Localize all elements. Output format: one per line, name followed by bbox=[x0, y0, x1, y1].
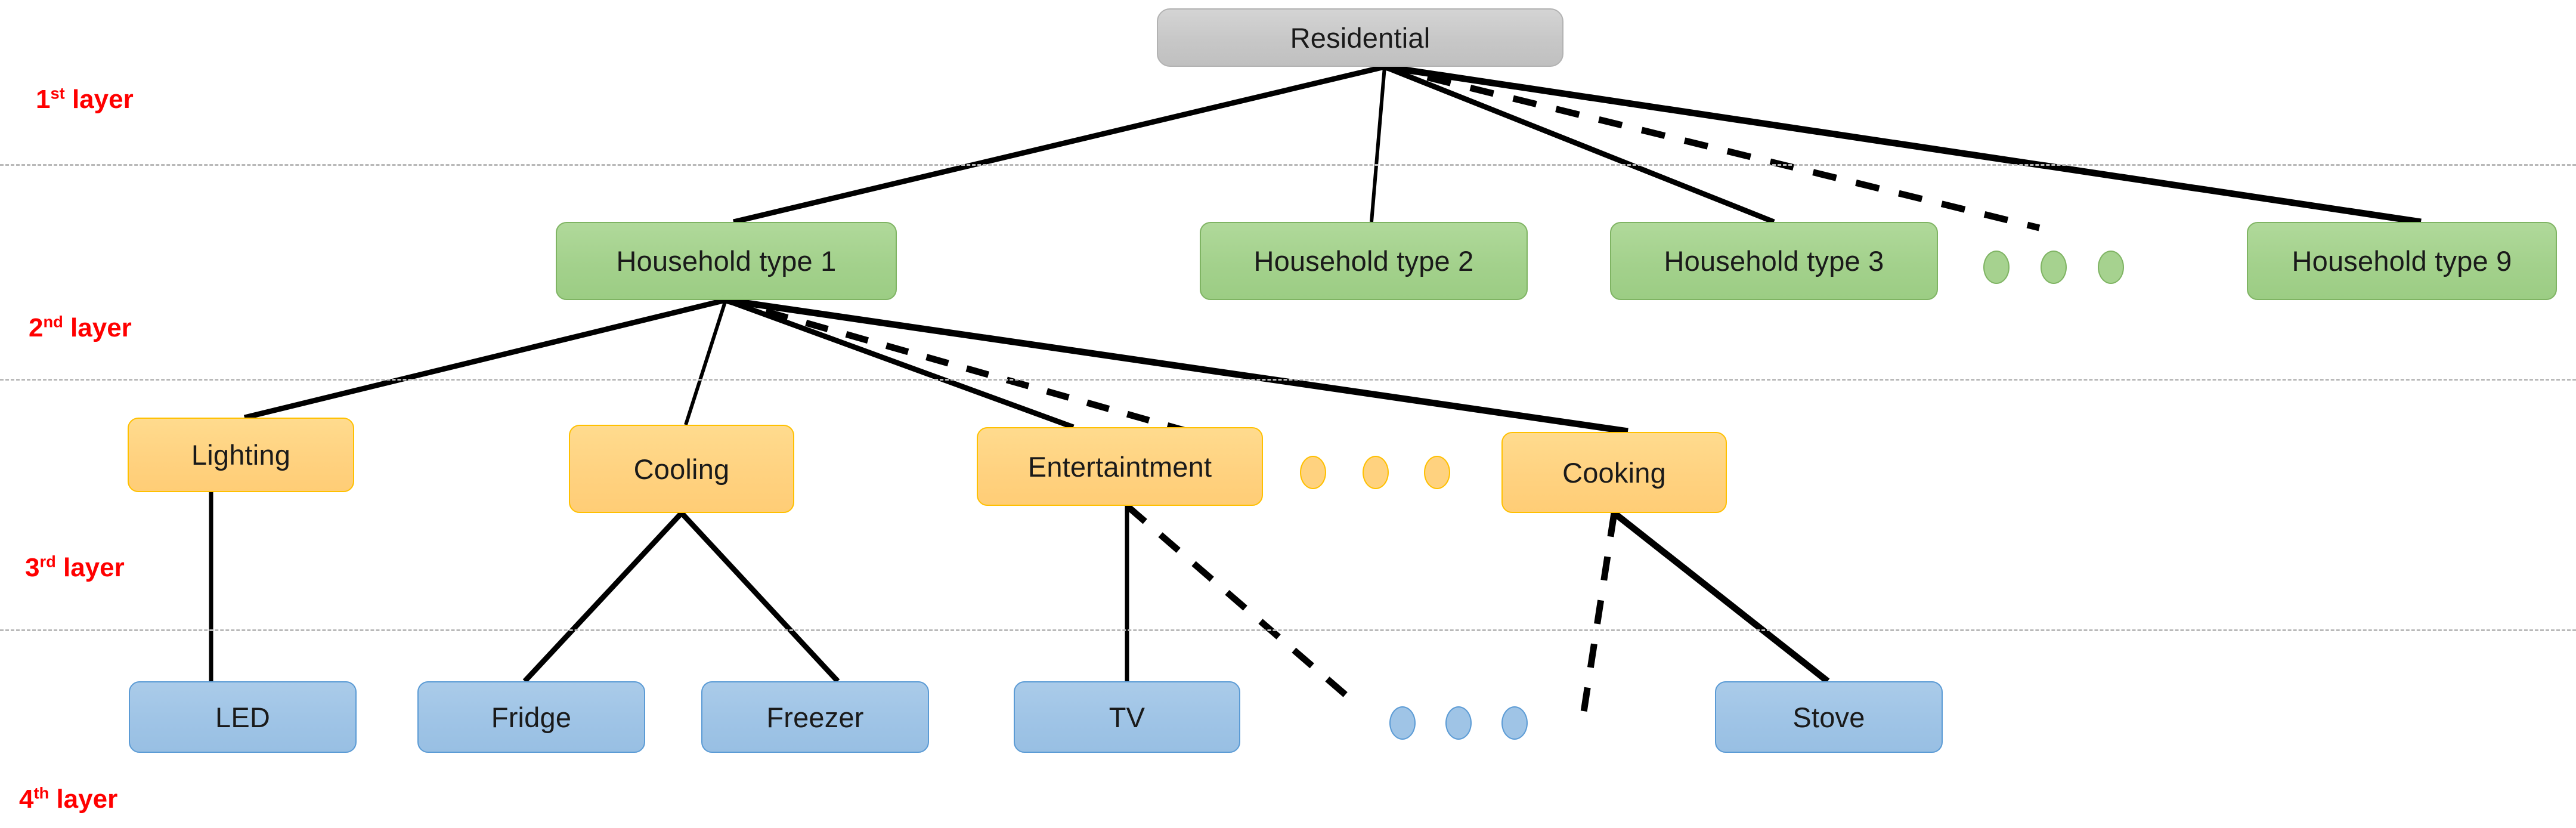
node-lighting[interactable]: Lighting bbox=[128, 418, 354, 492]
ellipsis-dot-appliance-2 bbox=[1445, 706, 1472, 740]
node-led[interactable]: LED bbox=[129, 681, 357, 753]
ellipsis-dot-household-3 bbox=[2098, 251, 2124, 284]
edge-household1-to-entertaintment bbox=[724, 297, 1075, 430]
layer-4-text: layer bbox=[49, 784, 118, 814]
layer-label-3: 3rd layer bbox=[25, 552, 125, 582]
ellipsis-dot-household-2 bbox=[2041, 251, 2067, 284]
node-household-type-1[interactable]: Household type 1 bbox=[556, 222, 897, 300]
edge-cooling-to-fridge bbox=[522, 511, 684, 684]
node-residential[interactable]: Residential bbox=[1157, 8, 1563, 67]
edge-cooling-to-freezer bbox=[679, 511, 840, 684]
layer-separator-2-3 bbox=[0, 379, 2576, 381]
ellipsis-dot-service-3 bbox=[1424, 456, 1450, 489]
node-fridge[interactable]: Fridge bbox=[417, 681, 645, 753]
layer-1-suffix: st bbox=[50, 84, 65, 103]
layer-3-suffix: rd bbox=[39, 552, 56, 571]
node-freezer[interactable]: Freezer bbox=[701, 681, 929, 753]
node-household-type-3[interactable]: Household type 3 bbox=[1610, 222, 1938, 300]
layer-2-suffix: nd bbox=[43, 312, 63, 331]
layer-label-1: 1st layer bbox=[36, 84, 134, 114]
node-cooling[interactable]: Cooling bbox=[569, 425, 794, 513]
layer-label-4: 4th layer bbox=[19, 783, 118, 814]
edge-cooking-to-ellipsis bbox=[1580, 512, 1618, 716]
layer-1-text: layer bbox=[64, 85, 134, 114]
layer-3-ordinal: 3 bbox=[25, 553, 40, 582]
edge-residential-to-household1 bbox=[732, 64, 1386, 225]
node-cooking[interactable]: Cooking bbox=[1501, 432, 1727, 513]
edge-residential-to-household3 bbox=[1383, 64, 1775, 225]
edge-household1-to-ellipsis bbox=[724, 296, 1241, 450]
layer-4-ordinal: 4 bbox=[19, 784, 34, 814]
edge-residential-to-household2 bbox=[1370, 66, 1386, 223]
layer-2-text: layer bbox=[63, 313, 132, 342]
ellipsis-dot-service-2 bbox=[1363, 456, 1389, 489]
layer-separator-1-2 bbox=[0, 164, 2576, 166]
layer-2-ordinal: 2 bbox=[29, 313, 44, 342]
edge-household1-to-cooling bbox=[684, 299, 727, 425]
edge-household1-to-lighting bbox=[243, 297, 727, 421]
layer-label-2: 2nd layer bbox=[29, 312, 132, 342]
ellipsis-dot-household-1 bbox=[1983, 251, 2010, 284]
node-tv[interactable]: TV bbox=[1014, 681, 1240, 753]
ellipsis-dot-service-1 bbox=[1300, 456, 1326, 489]
ellipsis-dot-appliance-1 bbox=[1389, 706, 1416, 740]
node-stove[interactable]: Stove bbox=[1715, 681, 1943, 753]
layer-1-ordinal: 1 bbox=[36, 85, 51, 114]
edge-residential-to-ellipsis bbox=[1383, 63, 2041, 231]
layer-separator-3-4 bbox=[0, 629, 2576, 631]
edge-residential-to-household9 bbox=[1384, 63, 2422, 225]
node-household-type-9[interactable]: Household type 9 bbox=[2247, 222, 2557, 300]
ellipsis-dot-appliance-3 bbox=[1501, 706, 1528, 740]
layer-4-suffix: th bbox=[33, 783, 49, 802]
edge-cooking-to-stove bbox=[1612, 510, 1830, 684]
layer-3-text: layer bbox=[55, 553, 125, 582]
node-household-type-2[interactable]: Household type 2 bbox=[1200, 222, 1528, 300]
edge-entertaintment-to-ellipsis bbox=[1125, 503, 1362, 710]
node-entertaintment[interactable]: Entertaintment bbox=[977, 427, 1263, 506]
edge-household1-to-cooking bbox=[725, 296, 1628, 435]
